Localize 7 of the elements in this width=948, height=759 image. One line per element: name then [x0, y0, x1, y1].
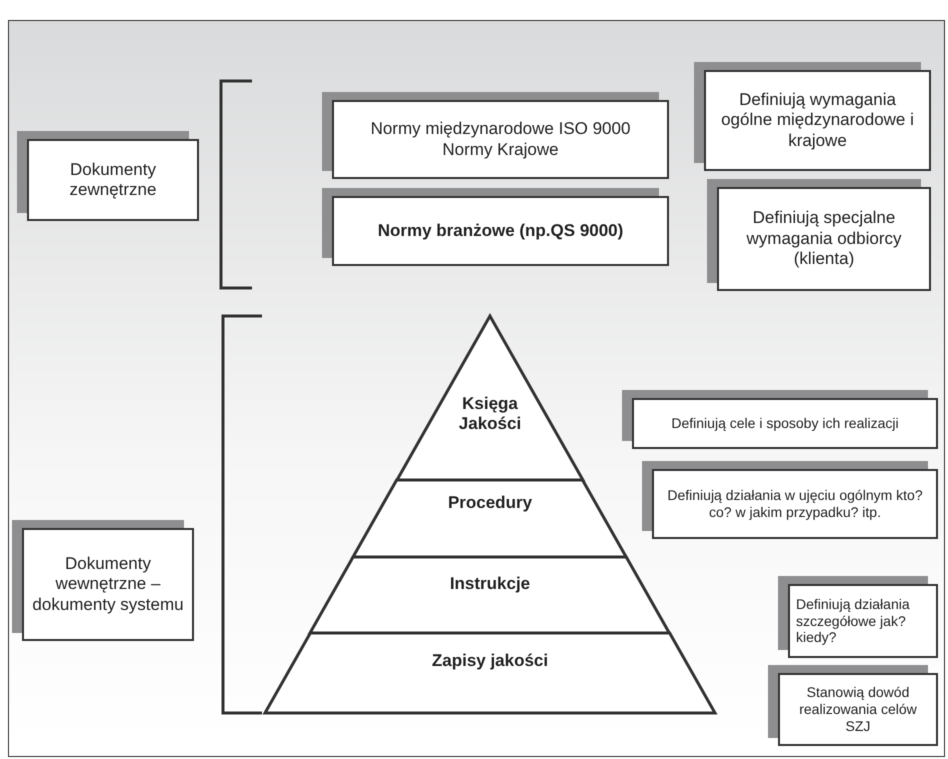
- pyramid-layer: [397, 316, 583, 480]
- layer-label: Procedury: [446, 492, 534, 513]
- layer-label: Instrukcje: [448, 574, 532, 594]
- layer-label: Zapisy jakości: [430, 651, 550, 672]
- pyramid-layer: [265, 633, 715, 713]
- pyramid-layer: [353, 480, 627, 557]
- layer-label: Księga Jakości: [458, 394, 522, 434]
